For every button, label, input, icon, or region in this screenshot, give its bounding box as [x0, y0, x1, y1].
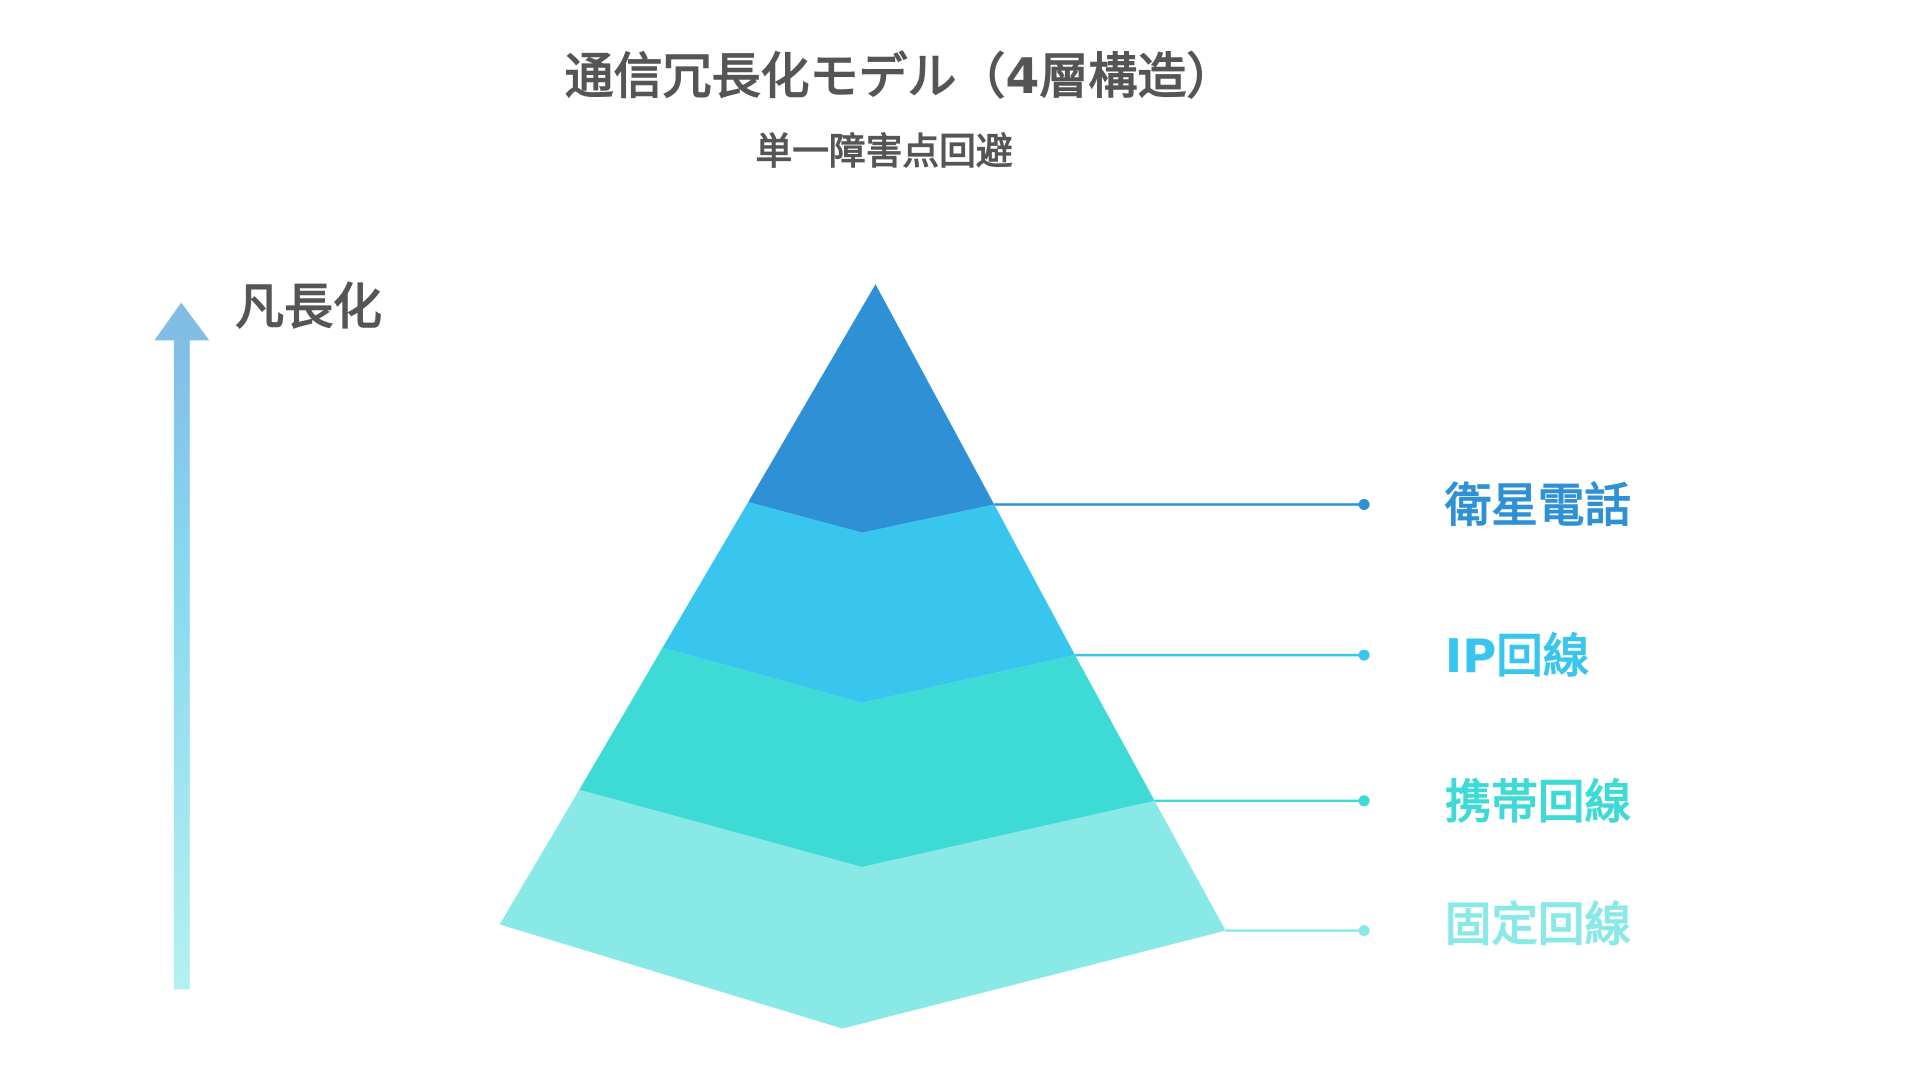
label-mobile-line: 携帯回線: [1445, 775, 1632, 829]
label-satellite-phone: 衛星電話: [1444, 479, 1631, 533]
diagram-subtitle: 単一障害点回避: [756, 130, 1013, 173]
leader-dot: [1358, 795, 1370, 807]
pyramid: [499, 284, 1226, 1029]
layer-mobile-line: [579, 647, 1155, 867]
diagram-title: 通信冗長化モデル（4層構造）: [565, 48, 1236, 105]
label-fixed-line: 固定回線: [1445, 897, 1632, 951]
redundancy-arrow: [154, 302, 210, 990]
layer-ip-line: [662, 502, 1076, 703]
axis-label: 凡長化: [235, 278, 382, 335]
leader-dot: [1358, 925, 1370, 937]
leader-lines: [994, 498, 1370, 937]
arrow-up-icon: [154, 302, 210, 341]
arrow-shaft: [173, 337, 190, 990]
layer-fixed-line: [499, 789, 1226, 1029]
leader-dot: [1358, 649, 1370, 661]
layer-satellite-phone: [748, 284, 995, 533]
label-ip-line: IP回線: [1445, 629, 1590, 683]
leader-dot: [1358, 498, 1370, 510]
